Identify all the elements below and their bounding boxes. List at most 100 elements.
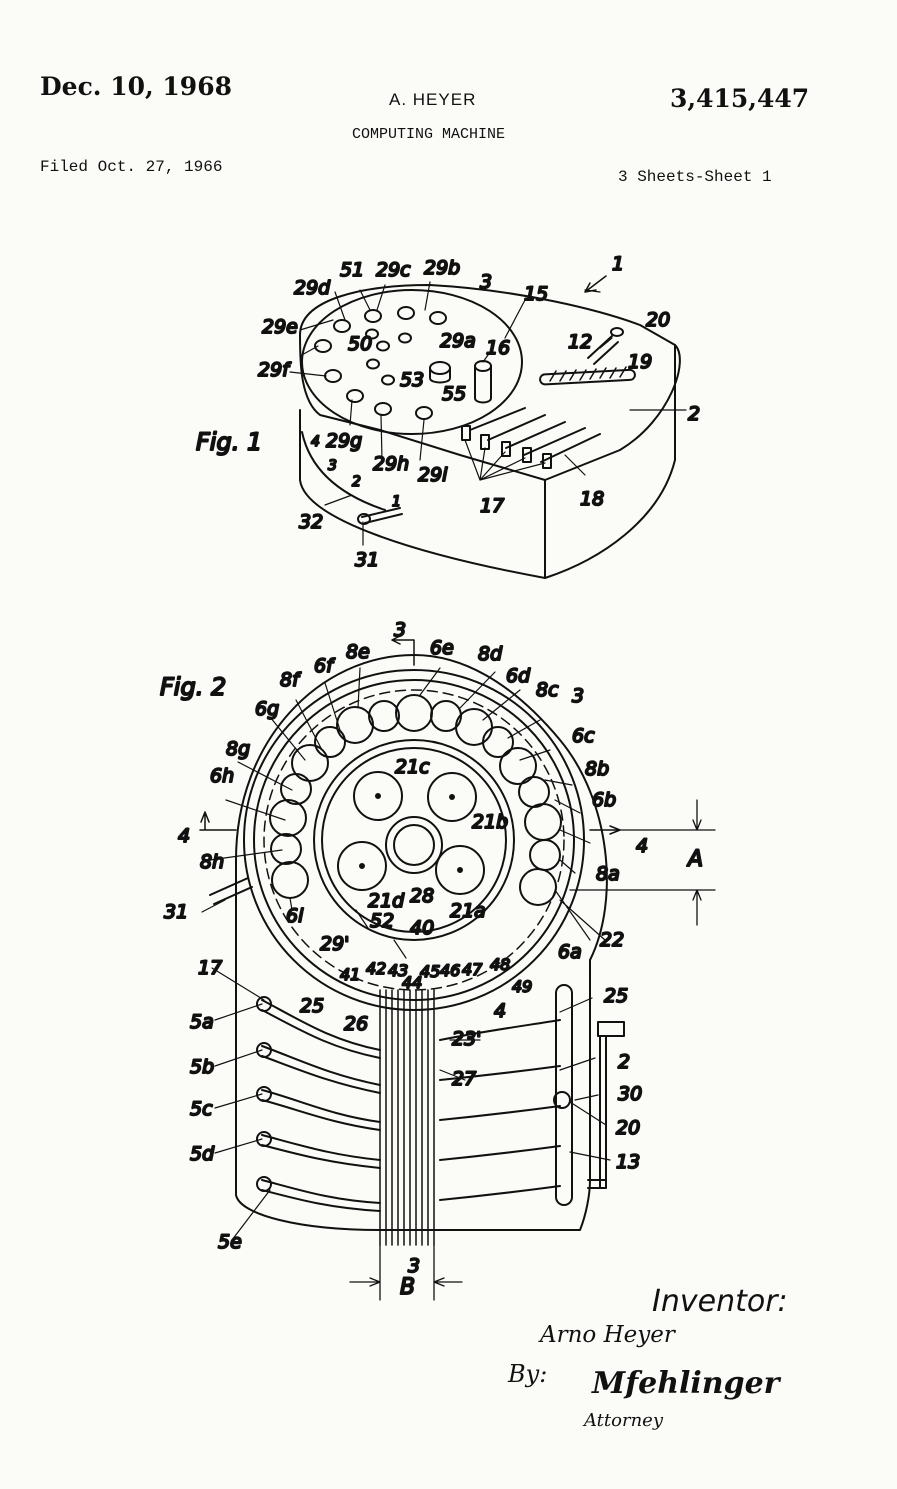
fig2-label: 8e: [346, 641, 370, 663]
fig1-knob-20: [610, 327, 624, 337]
fig1-slider: [542, 453, 552, 469]
fig2-wheel: [314, 726, 346, 758]
fig2-comb-label: 43: [388, 961, 408, 980]
fig2-label: 5e: [218, 1231, 242, 1253]
fig2-wheel-ring: [269, 694, 562, 906]
fig2-inner-ring: [321, 747, 507, 933]
fig2-wheel: [395, 694, 433, 732]
fig2-label: 6c: [572, 725, 595, 747]
fig2-label: 6i: [286, 905, 304, 927]
fig2-dimension-label: A: [686, 847, 703, 872]
fig2-caption: Fig. 2: [160, 673, 226, 701]
fig2-label: 8d: [478, 643, 503, 665]
fig2-label: 3: [572, 685, 584, 707]
fig2-slot-5a: [261, 999, 381, 1059]
fig2-label: 26: [344, 1013, 368, 1035]
fig2-label: 8f: [280, 669, 302, 691]
fig1-hole: [376, 340, 390, 352]
fig2-dimension-B: [349, 1244, 463, 1301]
fig1-label: 29a: [440, 330, 476, 352]
fig2-wheel: [291, 744, 329, 782]
fig1-hole: [324, 369, 342, 383]
fig2-label: 8g: [226, 738, 250, 760]
fig1-label: 1: [612, 253, 624, 275]
fig2-comb-label: 45: [420, 962, 440, 981]
fig1-label: 16: [486, 337, 510, 359]
fig2-wheel: [270, 833, 302, 865]
fig1-knob: [429, 361, 451, 375]
fig2-section-3: [391, 635, 415, 666]
fig2-housing-outline: [235, 654, 608, 1231]
fig2-label: 8a: [596, 863, 620, 885]
fig1-dial-plate: [301, 289, 523, 435]
by-label: By:: [508, 1360, 548, 1388]
fig1-hole: [365, 328, 379, 340]
fig2-comb-label: 46: [440, 961, 460, 980]
fig1-hole: [374, 402, 392, 416]
fig2-slot-13: [555, 984, 573, 1206]
fig2-comb: [379, 989, 435, 1246]
fig2-comb-label: 41: [340, 965, 360, 984]
fig2-slot-knob: [256, 1131, 272, 1147]
fig2-wheel: [336, 706, 374, 744]
fig2-gear-21: [427, 772, 477, 822]
fig1-hole: [314, 339, 332, 353]
fig2-label: 21b: [472, 811, 508, 833]
fig1-slider: [501, 441, 511, 457]
fig1-side-slot: [301, 431, 386, 511]
fig1-label: 12: [568, 331, 592, 353]
fig1-label: 29e: [262, 316, 298, 338]
fig2-label: 8h: [200, 851, 224, 873]
inventor-signature: Arno Heyer: [540, 1322, 675, 1348]
fig2-label: 4: [636, 835, 648, 857]
fig2-ring-dashed: [263, 689, 565, 991]
fig1-slider: [461, 425, 471, 441]
fig2-gear-dot: [375, 793, 381, 799]
fig2-outer-ring: [243, 669, 585, 1011]
fig2-right-dividers: [439, 1019, 561, 1201]
fig2-label: 17: [198, 957, 222, 979]
fig2-comb-teeth: [379, 989, 435, 1246]
fig2-label: 22: [600, 929, 624, 951]
fig2-comb-label: 48: [490, 955, 510, 974]
fig2-dimension-A: [569, 799, 716, 926]
fig1-label: 29c: [376, 259, 411, 281]
fig1-label: 17: [480, 495, 504, 517]
fig2-label: 6f: [314, 655, 336, 677]
fig2-label: 4: [494, 1000, 506, 1022]
fig1-label: 29f: [258, 359, 292, 381]
fig1-label: 55: [442, 383, 466, 405]
filing-date: Filed Oct. 27, 1966: [40, 158, 223, 176]
fig2-label: 23': [452, 1028, 481, 1050]
fig1-hole: [398, 332, 412, 344]
fig2-ring: [253, 679, 575, 1001]
fig2-label: 4: [178, 825, 190, 847]
fig1-hole: [366, 358, 380, 370]
fig2-label: 25: [300, 995, 324, 1017]
fig2-label: 40: [410, 917, 434, 939]
fig1-scale-label: 3: [328, 458, 337, 474]
fig2-label: 30: [618, 1083, 642, 1105]
fig1-ref-arrow: [584, 275, 607, 293]
fig2-slot-5d: [261, 1134, 381, 1169]
fig2-slot-5c: [261, 1089, 381, 1131]
patent-title: COMPUTING MACHINE: [352, 126, 506, 143]
fig2-hub: [385, 816, 443, 874]
fig2-slot-knob: [256, 1042, 272, 1058]
fig1-label: 29d: [294, 277, 331, 299]
fig1-hole: [429, 311, 447, 325]
fig1-side-knob: [357, 513, 371, 525]
fig1-label: 29h: [373, 453, 409, 475]
fig1-label: 15: [524, 283, 548, 305]
fig1-label: 19: [628, 351, 652, 373]
fig1-hole: [415, 406, 433, 420]
fig2-label: 5c: [190, 1098, 213, 1120]
fig2-slot-knob: [256, 1086, 272, 1102]
fig2-gear-dot: [359, 863, 365, 869]
fig1-label: 18: [580, 488, 604, 510]
fig1-hole: [333, 319, 351, 333]
fig2-hub: [393, 824, 435, 866]
fig2-wheel: [518, 776, 550, 808]
fig2-label: 52: [370, 910, 394, 932]
patent-date: Dec. 10, 1968: [40, 72, 232, 101]
